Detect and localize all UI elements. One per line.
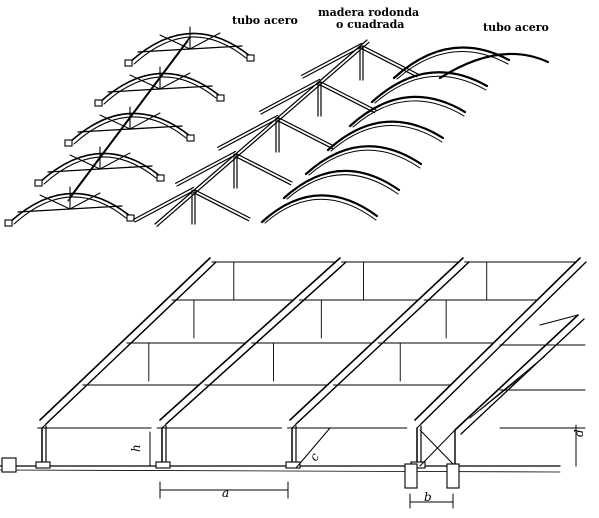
wood-gable-frame	[300, 42, 419, 81]
steel-tube-arch-frames	[4, 26, 255, 227]
steel-arc	[370, 71, 489, 104]
purlin-band-group	[156, 261, 460, 429]
wood-gable-frame	[258, 78, 377, 117]
wood-ridge-beam	[154, 39, 370, 227]
steel-arch-frame	[4, 186, 135, 227]
purlin-band-group	[37, 261, 337, 429]
steel-arch-frame	[124, 26, 255, 67]
label-wood-line-1: madera rodonda	[318, 6, 419, 19]
wood-gable-frame	[216, 114, 335, 153]
steel-arch-frame	[34, 146, 165, 187]
label-steel-tube-left: tubo acero	[232, 14, 298, 27]
dimension-a: a	[222, 486, 229, 500]
steel-arc	[326, 120, 445, 152]
steel-arc	[348, 95, 467, 128]
steel-arch-purlins	[67, 36, 191, 202]
dimension-d: d	[572, 429, 586, 437]
support-post	[285, 425, 301, 469]
end-frame-bracing	[419, 314, 586, 467]
rafter-beam	[414, 257, 587, 429]
steel-arc	[260, 194, 379, 224]
steel-arc	[438, 52, 550, 80]
steel-arch-frame	[64, 106, 195, 147]
loose-steel-arcs	[260, 46, 550, 224]
ground-hatch	[0, 469, 561, 473]
label-steel-tube-right: tubo acero	[483, 21, 549, 34]
support-post	[410, 425, 426, 469]
footing	[404, 463, 418, 489]
support-post	[35, 425, 51, 469]
footing	[446, 463, 460, 489]
rafter-structure	[0, 257, 587, 509]
purlin-band-group	[286, 261, 577, 429]
steel-arc	[304, 145, 423, 176]
steel-arc	[392, 46, 511, 80]
dimension-c: c	[307, 450, 323, 463]
wood-gable-frame	[132, 186, 251, 225]
dimension-b: b	[424, 490, 432, 504]
label-wood-line-2: o cuadrada	[336, 18, 404, 31]
wood-gable-frames	[132, 39, 419, 227]
wood-gable-frame	[174, 150, 293, 189]
steel-arch-frame	[94, 66, 225, 107]
steel-arc	[282, 169, 401, 200]
dimension-lines	[149, 424, 577, 509]
footing	[1, 457, 17, 473]
dimension-h: h	[129, 444, 143, 452]
support-post	[155, 425, 171, 469]
